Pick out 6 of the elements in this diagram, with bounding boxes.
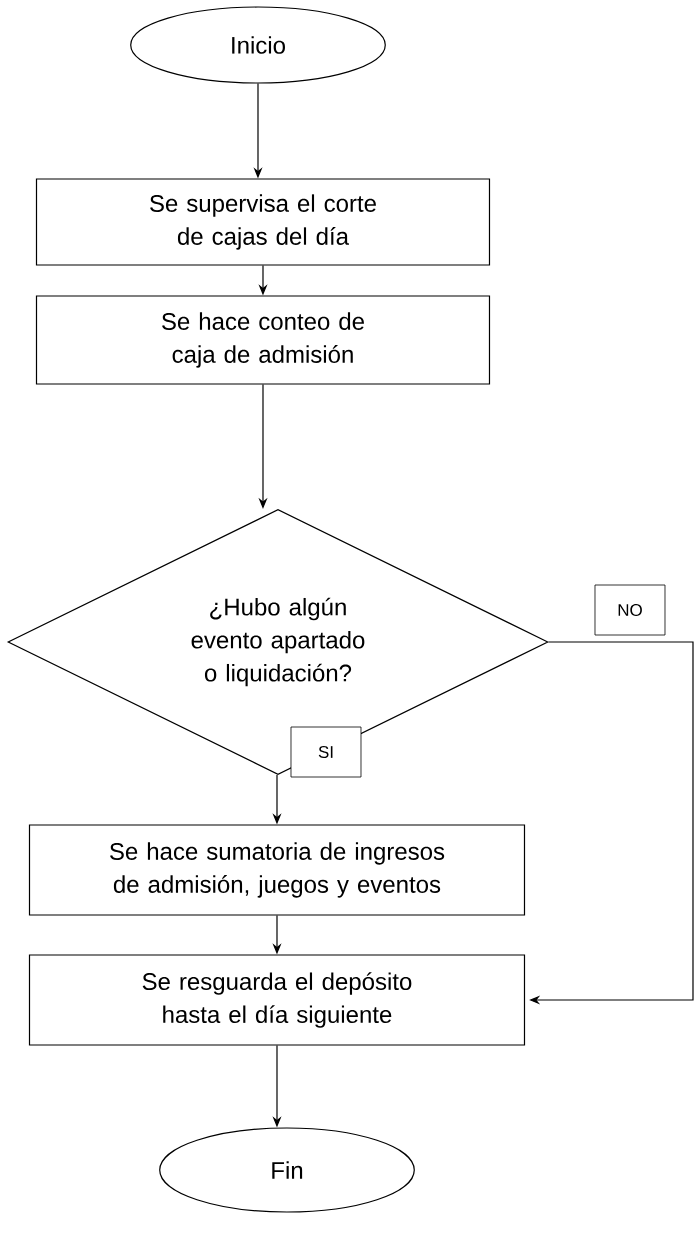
process-box: Se supervisa el corte de cajas del día [35, 178, 491, 266]
edge-label: SI [290, 726, 362, 778]
process-box: Se hace sumatoria de ingresos de admisión, juegos y eventos [28, 824, 526, 916]
process-box: Se hace conteo de caja de admisión [35, 295, 491, 385]
process-box: Se resguarda el depósito hasta el día siguiente [28, 954, 526, 1046]
edge-label: NO [594, 584, 666, 636]
